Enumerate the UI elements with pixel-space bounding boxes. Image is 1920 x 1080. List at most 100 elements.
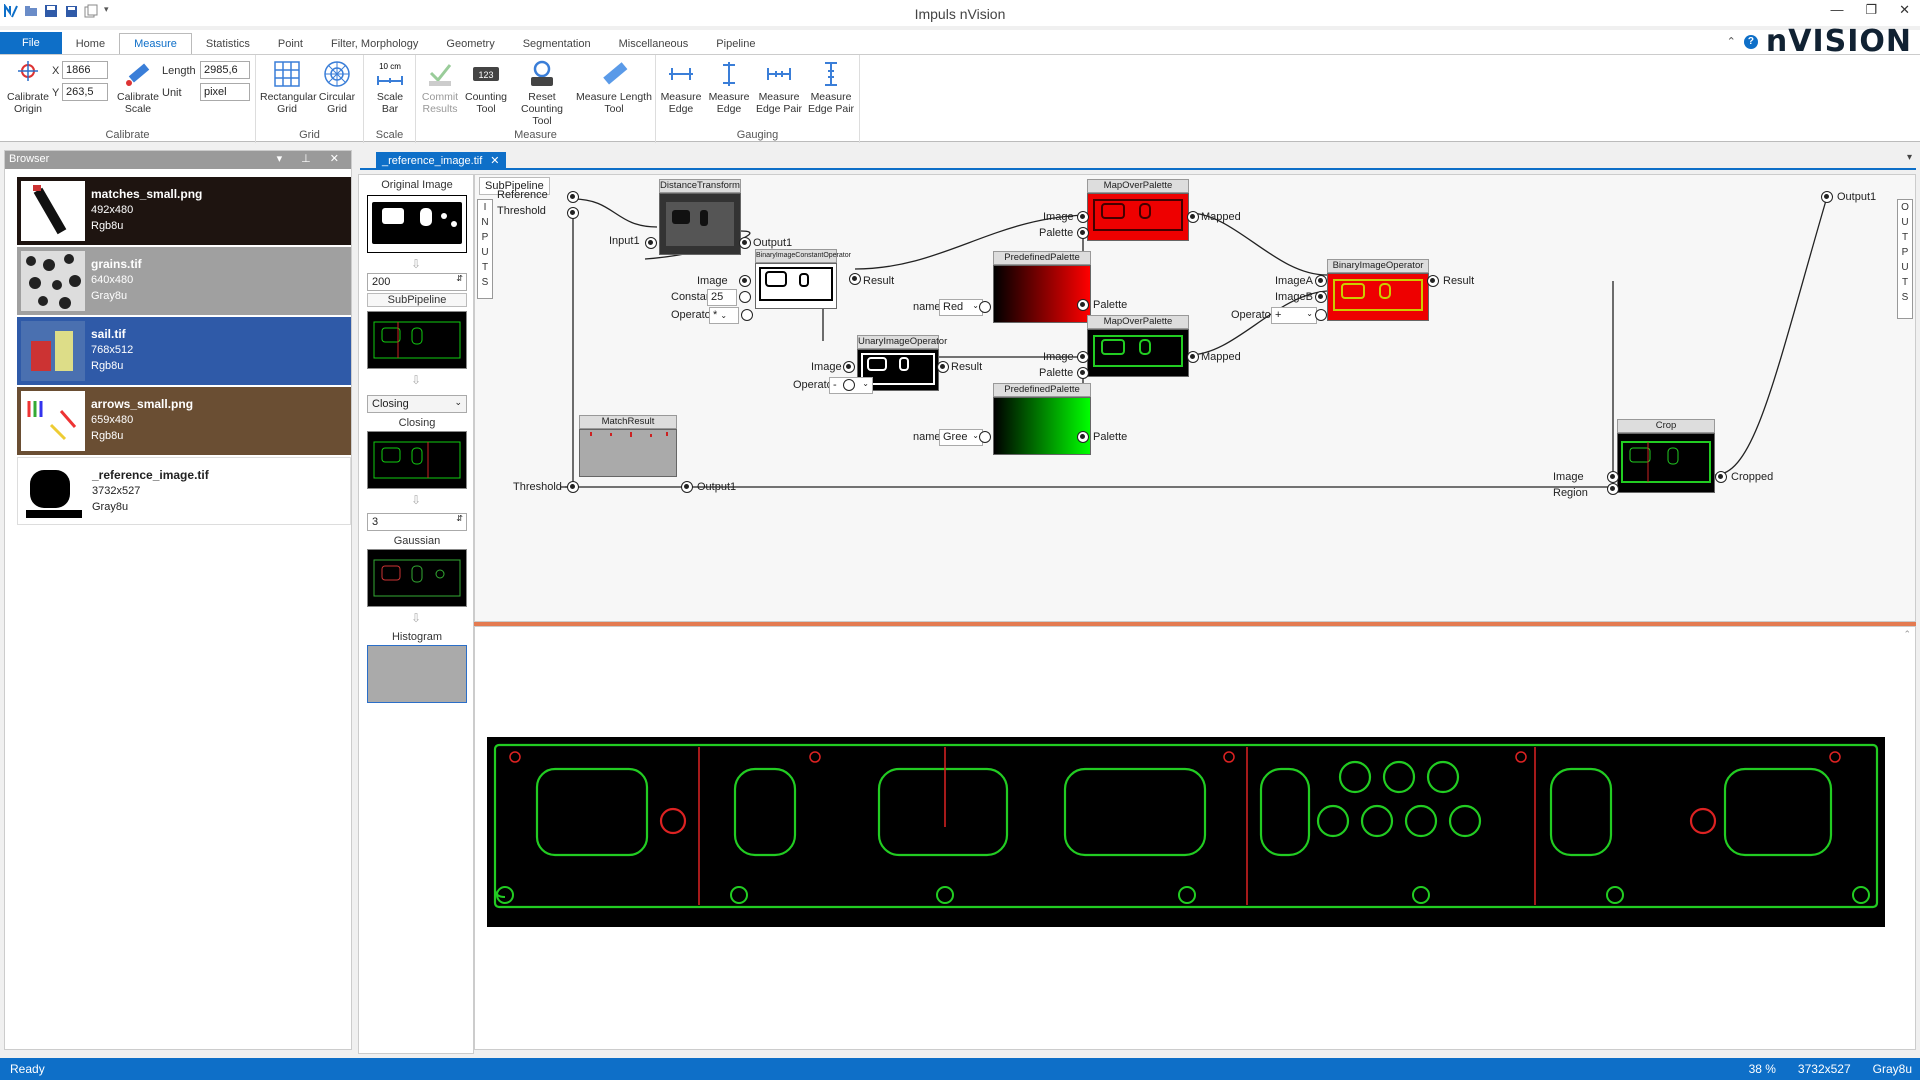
measure-edge-pair-horizontal-button[interactable]: Measure Edge Pair <box>754 59 804 115</box>
measure-edge-vertical-button[interactable]: Measure Edge <box>706 59 752 115</box>
calibrate-scale-button[interactable]: Calibrate Scale <box>112 59 164 115</box>
map-over-palette-green-node[interactable]: MapOverPalette <box>1087 315 1189 377</box>
tab-geometry[interactable]: Geometry <box>446 38 495 50</box>
minimize-icon[interactable]: — <box>1830 2 1844 17</box>
const-op-result-port[interactable] <box>849 273 861 285</box>
gaussian-thumb[interactable] <box>367 549 467 607</box>
splitter-bar[interactable] <box>474 622 1916 626</box>
closing-select[interactable]: Closing⌄ <box>367 395 467 413</box>
measure-edge-horizontal-button[interactable]: Measure Edge <box>658 59 704 115</box>
binary-constant-operator-node[interactable]: BinaryImageConstantOperator <box>755 249 851 309</box>
map-green-palette-port[interactable] <box>1077 367 1089 379</box>
browser-panel-controls[interactable]: ▾ ⊥ ✕ <box>276 153 347 165</box>
app-icon[interactable] <box>4 2 18 18</box>
commit-results-button[interactable]: Commit Results <box>418 59 462 115</box>
binary-result-port[interactable] <box>1427 275 1439 287</box>
tab-point[interactable]: Point <box>277 38 303 50</box>
const-op-image-port[interactable] <box>739 275 751 287</box>
map-over-palette-red-node[interactable]: MapOverPalette <box>1087 179 1189 241</box>
original-image-thumb[interactable] <box>367 195 467 253</box>
tab-overflow-icon[interactable]: ▾ <box>1906 152 1912 163</box>
calibrate-origin-button[interactable]: Calibrate Origin <box>4 59 52 115</box>
unary-operator-node[interactable]: UnaryImageOperator <box>857 335 947 391</box>
closing-thumb[interactable] <box>367 431 467 489</box>
rectangular-grid-button[interactable]: Rectangular Grid <box>260 59 317 115</box>
imageb-port[interactable] <box>1315 291 1327 303</box>
unary-image-port[interactable] <box>843 361 855 373</box>
length-input[interactable]: 2985,6 <box>200 61 250 79</box>
tab-miscellaneous[interactable]: Miscellaneous <box>618 38 689 50</box>
gaussian-spinbox[interactable]: 3⇵ <box>367 513 467 531</box>
scroll-up-icon[interactable]: ⌃ <box>1903 629 1911 639</box>
dropdown-icon[interactable]: ▾ <box>104 4 109 14</box>
tab-home[interactable]: Home <box>75 38 106 50</box>
save-icon[interactable] <box>44 4 58 18</box>
counting-tool-button[interactable]: 123 Counting Tool <box>464 59 508 115</box>
imagea-port[interactable] <box>1315 275 1327 287</box>
threshold-port[interactable] <box>567 207 579 219</box>
measure-length-tool-button[interactable]: Measure Length Tool <box>576 59 652 115</box>
constant-input[interactable]: 25 <box>707 289 737 306</box>
output1-right-port[interactable] <box>1821 191 1833 203</box>
reset-counting-tool-button[interactable]: Reset Counting Tool <box>510 59 574 127</box>
map-red-image-port[interactable] <box>1077 211 1089 223</box>
unit-input[interactable]: pixel <box>200 83 250 101</box>
scale-bar-button[interactable]: 10 cm Scale Bar <box>368 59 412 115</box>
reference-port[interactable] <box>567 191 579 203</box>
copy-icon[interactable] <box>84 4 98 18</box>
map-green-mapped-port[interactable] <box>1187 351 1199 363</box>
palette-green-name-port[interactable] <box>979 431 991 443</box>
save-all-icon[interactable] <box>64 4 78 18</box>
tab-filter-morphology[interactable]: Filter, Morphology <box>330 38 419 50</box>
palette-red-output-port[interactable] <box>1077 299 1089 311</box>
constant-port[interactable] <box>739 291 751 303</box>
predefined-palette-red-node[interactable]: PredefinedPalette <box>993 251 1091 323</box>
tab-measure[interactable]: Measure <box>119 33 192 55</box>
crop-cropped-port[interactable] <box>1715 471 1727 483</box>
distance-transform-node[interactable]: DistanceTransform <box>659 179 741 255</box>
tab-segmentation[interactable]: Segmentation <box>522 38 591 50</box>
palette-red-name-port[interactable] <box>979 301 991 313</box>
crop-node[interactable]: Crop <box>1617 419 1715 493</box>
help-icon[interactable]: ? <box>1743 34 1758 49</box>
restore-icon[interactable]: ❐ <box>1865 2 1878 17</box>
palette-name-select-red[interactable]: Red⌄ <box>939 299 983 316</box>
collapse-ribbon-icon[interactable]: ⌃ <box>1726 36 1736 48</box>
threshold-spinbox[interactable]: 200⇵ <box>367 273 467 291</box>
circular-grid-button[interactable]: Circular Grid <box>314 59 360 115</box>
subpipeline-step-label[interactable]: SubPipeline <box>367 293 467 307</box>
operator-select-plus[interactable]: +⌄ <box>1271 307 1317 324</box>
image-viewer[interactable]: ⌃ <box>474 626 1916 1050</box>
unary-result-port[interactable] <box>937 361 949 373</box>
operator-select-mul[interactable]: * ⌄ <box>709 307 739 324</box>
close-icon[interactable]: ✕ <box>1899 2 1910 17</box>
measure-edge-pair-vertical-button[interactable]: Measure Edge Pair <box>806 59 856 115</box>
match-threshold-port[interactable] <box>567 481 579 493</box>
map-green-image-port[interactable] <box>1077 351 1089 363</box>
map-red-palette-port[interactable] <box>1077 227 1089 239</box>
histogram-thumb[interactable] <box>367 645 467 703</box>
binary-operator-port[interactable] <box>1315 309 1327 321</box>
palette-green-output-port[interactable] <box>1077 431 1089 443</box>
binary-image-operator-node[interactable]: BinaryImageOperator <box>1327 259 1429 321</box>
crop-region-port[interactable] <box>1607 483 1619 495</box>
document-tab-reference-image[interactable]: _reference_image.tif✕ <box>376 152 506 169</box>
tab-file[interactable]: File <box>0 32 62 54</box>
open-icon[interactable] <box>24 4 38 18</box>
tab-statistics[interactable]: Statistics <box>205 38 250 50</box>
operator-port[interactable] <box>741 309 753 321</box>
subpipeline-tab[interactable]: SubPipeline <box>479 177 550 195</box>
y-coordinate-input[interactable]: 263,5 <box>62 83 108 101</box>
match-output1-port[interactable] <box>681 481 693 493</box>
match-result-node[interactable]: MatchResult <box>579 415 677 477</box>
palette-name-select-green[interactable]: Gree⌄ <box>939 429 983 446</box>
map-red-mapped-port[interactable] <box>1187 211 1199 223</box>
subpipeline-thumb[interactable] <box>367 311 467 369</box>
close-tab-icon[interactable]: ✕ <box>490 155 500 167</box>
predefined-palette-green-node[interactable]: PredefinedPalette <box>993 383 1091 455</box>
